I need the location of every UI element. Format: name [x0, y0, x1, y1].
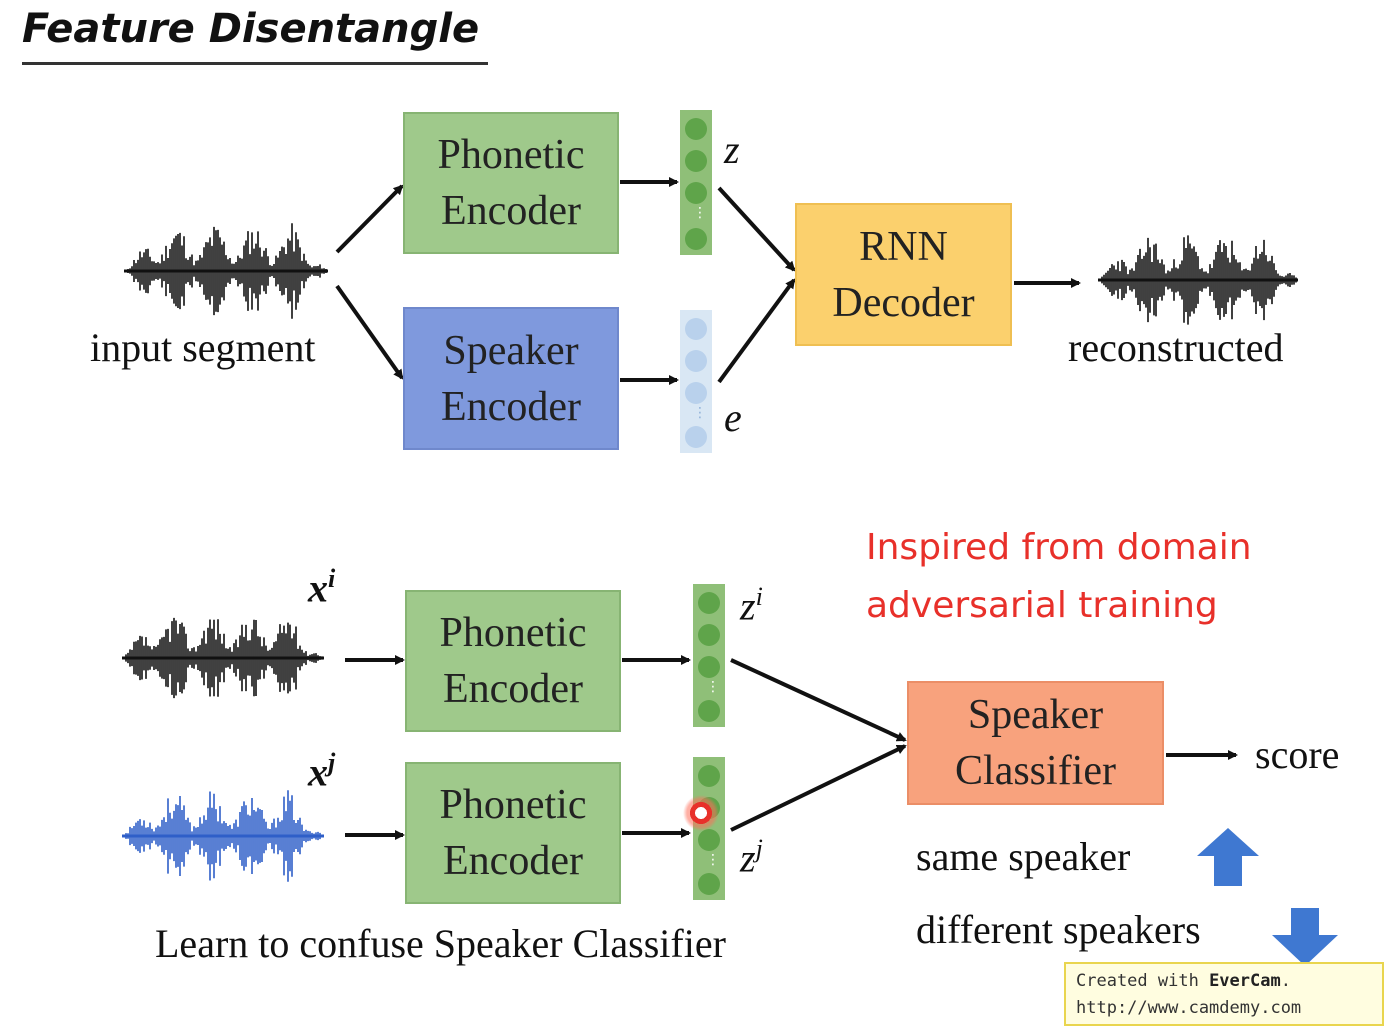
title-underline	[22, 62, 488, 65]
zi-vector: ⋮	[693, 584, 725, 727]
speaker-encoder-box: Speaker Encoder	[403, 307, 619, 450]
confuse-caption: Learn to confuse Speaker Classifier	[155, 921, 726, 966]
phonetic-encoder-box-2: Phonetic Encoder	[405, 762, 621, 904]
watermark-created-line: Created with EverCam.	[1076, 971, 1291, 991]
speaker-classifier-box: Speaker Classifier	[907, 681, 1164, 805]
arrow-zi-to-classifier	[730, 658, 907, 742]
input-segment-label: input segment	[90, 325, 316, 370]
arrow-input-to-speaker	[335, 284, 404, 380]
same-speaker-label: same speaker	[916, 834, 1131, 879]
watermark-url[interactable]: http://www.camdemy.com	[1076, 998, 1302, 1018]
waveforms	[122, 223, 1298, 882]
reconstructed-label: reconstructed	[1068, 325, 1284, 370]
different-speakers-label: different speakers	[916, 907, 1201, 952]
up-arrow-icon	[1197, 828, 1259, 886]
zj-label: zj	[740, 834, 763, 881]
zi-label: zi	[740, 582, 763, 629]
arrow-e-to-decoder	[717, 278, 796, 384]
xj-label: xj	[308, 748, 336, 795]
z-label: z	[724, 127, 740, 172]
pointer-cursor	[683, 795, 719, 831]
arrow-zj-to-classifier	[730, 744, 907, 832]
evercam-brand: EverCam	[1209, 971, 1281, 991]
e-vector: ⋮	[680, 310, 712, 453]
arrow-input-to-phonetic	[335, 184, 404, 254]
score-label: score	[1255, 732, 1340, 777]
z-vector: ⋮	[680, 110, 712, 255]
xi-label: xi	[308, 564, 336, 611]
phonetic-encoder-box: Phonetic Encoder	[403, 112, 619, 254]
arrow-z-to-decoder	[717, 186, 796, 272]
e-label: e	[724, 395, 742, 440]
rnn-decoder-box: RNN Decoder	[795, 203, 1012, 346]
slide-title: Feature Disentangle	[22, 6, 480, 52]
evercam-watermark[interactable]: Created with EverCam. http://www.camdemy…	[1064, 962, 1384, 1026]
down-arrow-icon	[1272, 908, 1338, 966]
phonetic-encoder-box-1: Phonetic Encoder	[405, 590, 621, 732]
inspired-note: Inspired from domain adversarial trainin…	[866, 527, 1252, 626]
